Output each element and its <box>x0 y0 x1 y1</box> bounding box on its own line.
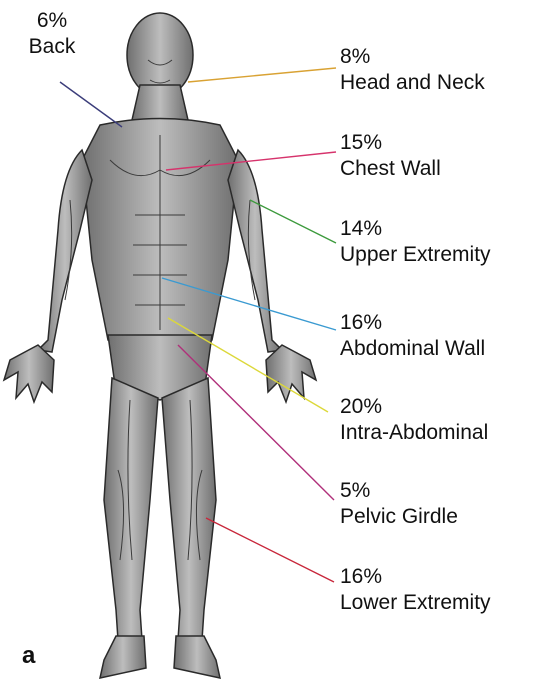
label-head-neck: 8% Head and Neck <box>340 44 485 96</box>
label-abdominal-wall-percent: 16% <box>340 310 485 336</box>
label-pelvic-girdle-percent: 5% <box>340 478 458 504</box>
label-upper-extremity: 14% Upper Extremity <box>340 216 491 268</box>
label-chest-wall-name: Chest Wall <box>340 156 441 182</box>
label-back-percent: 6% <box>28 8 76 34</box>
muscle-definition-lines <box>65 60 255 560</box>
label-pelvic-girdle-name: Pelvic Girdle <box>340 504 458 530</box>
label-back: 6% Back <box>28 8 76 60</box>
label-lower-extremity: 16% Lower Extremity <box>340 564 491 616</box>
label-head-neck-percent: 8% <box>340 44 485 70</box>
label-lower-extremity-name: Lower Extremity <box>340 590 491 616</box>
label-intra-abdominal-percent: 20% <box>340 394 488 420</box>
human-figure-silhouette <box>4 13 316 678</box>
label-chest-wall: 15% Chest Wall <box>340 130 441 182</box>
leader-line-lower-extremity <box>206 518 334 582</box>
leader-line-back <box>60 82 122 127</box>
label-intra-abdominal-name: Intra-Abdominal <box>340 420 488 446</box>
label-upper-extremity-percent: 14% <box>340 216 491 242</box>
label-abdominal-wall-name: Abdominal Wall <box>340 336 485 362</box>
label-abdominal-wall: 16% Abdominal Wall <box>340 310 485 362</box>
label-upper-extremity-name: Upper Extremity <box>340 242 491 268</box>
panel-letter: a <box>22 642 35 670</box>
label-pelvic-girdle: 5% Pelvic Girdle <box>340 478 458 530</box>
leader-line-head-neck <box>188 68 336 82</box>
label-chest-wall-percent: 15% <box>340 130 441 156</box>
label-lower-extremity-percent: 16% <box>340 564 491 590</box>
label-intra-abdominal: 20% Intra-Abdominal <box>340 394 488 446</box>
label-head-neck-name: Head and Neck <box>340 70 485 96</box>
label-back-name: Back <box>28 34 76 60</box>
